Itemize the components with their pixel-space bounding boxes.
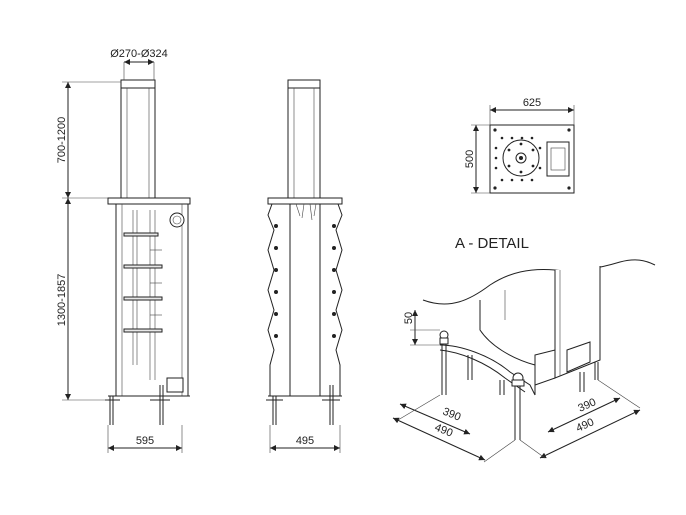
detail-title: A - DETAIL	[455, 235, 529, 252]
detail-view: A - DETAIL 50	[392, 235, 656, 463]
top-view: 625 500	[464, 97, 575, 194]
drain-circle	[169, 212, 185, 228]
diameter-label: Ø270-Ø324	[110, 48, 167, 60]
dim-390-left-label: 390	[441, 406, 463, 424]
dim-50-label: 50	[403, 312, 415, 324]
height-lower-label: 1300-1857	[56, 274, 68, 327]
top-height-label: 500	[464, 150, 476, 168]
top-plate	[107, 197, 191, 205]
side-view: 495	[266, 79, 343, 453]
side-cylinder	[287, 87, 321, 199]
dim-490-right-label: 490	[574, 416, 596, 434]
height-upper-label: 700-1200	[56, 117, 68, 164]
side-width-label: 495	[296, 435, 314, 447]
front-view: Ø270-Ø324 700-1200 1300-1857 595	[56, 48, 191, 453]
dim-490-left-label: 490	[433, 422, 455, 440]
bollard-cylinder	[120, 87, 156, 199]
front-width-label: 595	[136, 435, 154, 447]
dim-390-right-label: 390	[576, 396, 598, 414]
top-width-label: 625	[523, 97, 541, 109]
